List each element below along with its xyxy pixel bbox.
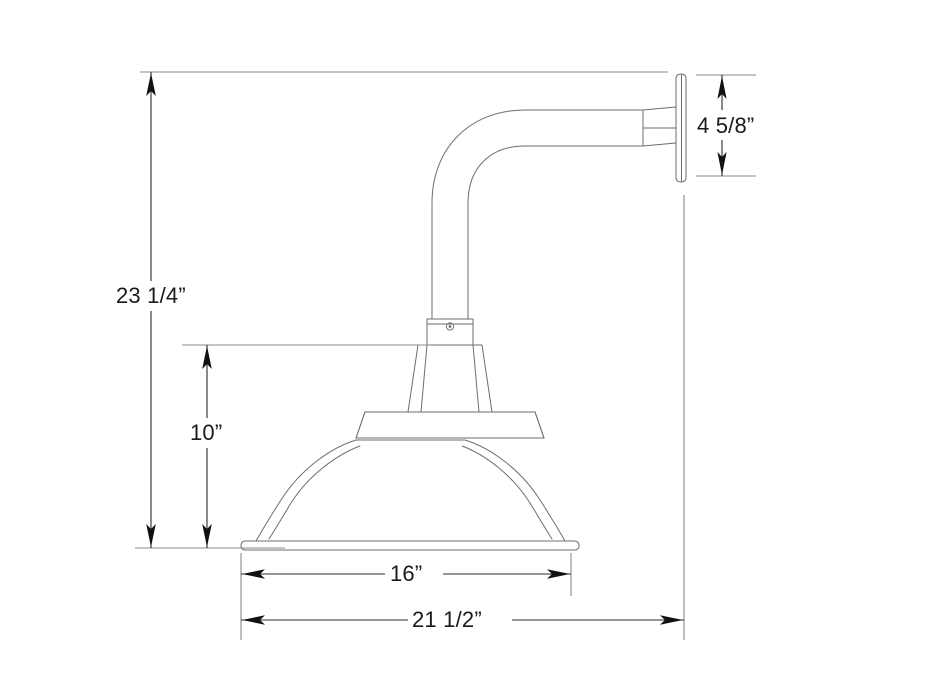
dimension-backplate-height: 4 5/8” [693, 74, 777, 177]
dimension-shade-height: 10” [182, 344, 430, 548]
shade-dome [255, 439, 566, 542]
wall-stem [642, 106, 677, 147]
shade-fitter [407, 344, 493, 413]
dimension-shade-diameter: 16” [240, 553, 572, 596]
dimension-label-overall-extension: 21 1/2” [412, 607, 482, 632]
product-geometry [240, 73, 687, 551]
shade-rim [240, 540, 580, 551]
wall-mount-backplate [675, 73, 687, 183]
dimension-overall-height: 23 1/4” [112, 71, 668, 549]
dimension-overall-extension: 21 1/2” [240, 195, 685, 640]
dimension-label-backplate-height: 4 5/8” [697, 113, 754, 138]
gooseneck-arm [431, 109, 644, 323]
shade-collar [355, 411, 545, 439]
dimension-label-shade-height: 10” [190, 420, 222, 445]
clamp-screw [448, 325, 452, 328]
dimension-label-shade-diameter: 16” [390, 561, 422, 586]
socket-clamp [426, 318, 474, 346]
dimension-label-overall-height: 23 1/4” [116, 283, 186, 308]
